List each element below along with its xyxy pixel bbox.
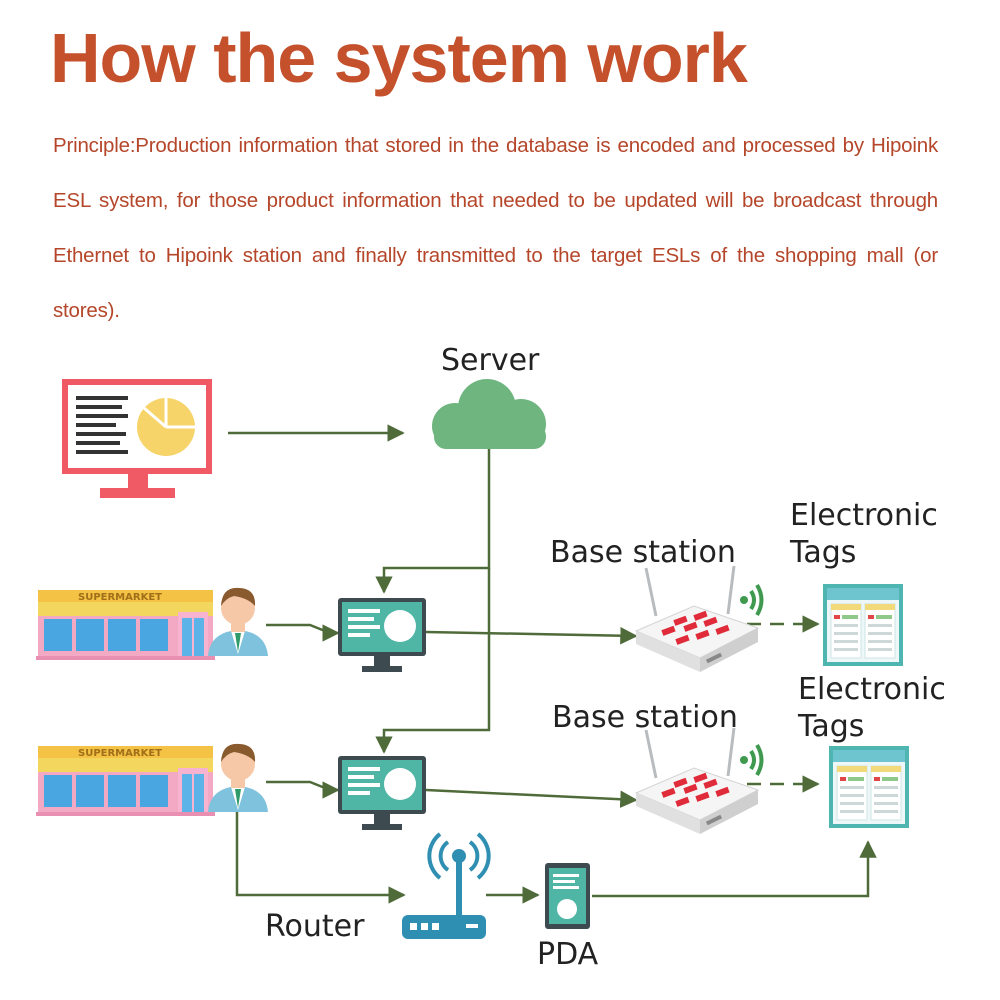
electronic-tags-icon <box>822 583 904 667</box>
workstation-monitor-icon <box>338 756 426 830</box>
supermarket-icon: SUPERMARKET <box>36 746 215 816</box>
staff-person-icon <box>208 587 268 656</box>
staff-to-workstation-1-line <box>266 623 340 642</box>
label-base-station-2: Base station <box>552 700 738 735</box>
workstation-2-to-base-line <box>425 788 638 808</box>
server-to-workstation-1-line <box>375 448 491 594</box>
base-station-icon <box>634 726 760 836</box>
router-icon <box>402 832 491 939</box>
staff-to-router-line <box>235 812 406 904</box>
workstation-1-to-base-line <box>425 626 638 645</box>
store-sign-2: SUPERMARKET <box>78 748 162 759</box>
label-tags-2-line1: Electronic <box>798 672 946 707</box>
label-router: Router <box>265 909 365 944</box>
electronic-tags-icon <box>828 745 910 829</box>
pda-to-tags-line <box>592 840 877 898</box>
label-server: Server <box>441 343 540 378</box>
workstation-monitor-icon <box>338 598 426 672</box>
staff-person-icon <box>208 743 268 812</box>
pda-icon <box>545 863 590 929</box>
label-pda: PDA <box>537 937 599 972</box>
label-tags-2-line2: Tags <box>797 709 864 744</box>
principle-text: Principle:Production information that st… <box>53 134 938 322</box>
page-title: How the system work <box>50 19 748 97</box>
wireless-signal-icon <box>738 743 764 777</box>
cloud-server-icon <box>432 379 546 449</box>
label-tags-1-line1: Electronic <box>790 498 938 533</box>
server-to-workstation-2-line <box>375 568 491 754</box>
label-base-station-1: Base station <box>550 535 736 570</box>
database-monitor-icon <box>62 379 212 498</box>
staff-to-workstation-2-line <box>266 780 340 799</box>
wireless-signal-icon <box>738 583 764 617</box>
connector-lines <box>228 424 877 904</box>
store-sign-1: SUPERMARKET <box>78 592 162 603</box>
base-station-icon <box>634 564 760 674</box>
supermarket-icon: SUPERMARKET <box>36 590 215 660</box>
label-tags-1-line2: Tags <box>789 535 856 570</box>
